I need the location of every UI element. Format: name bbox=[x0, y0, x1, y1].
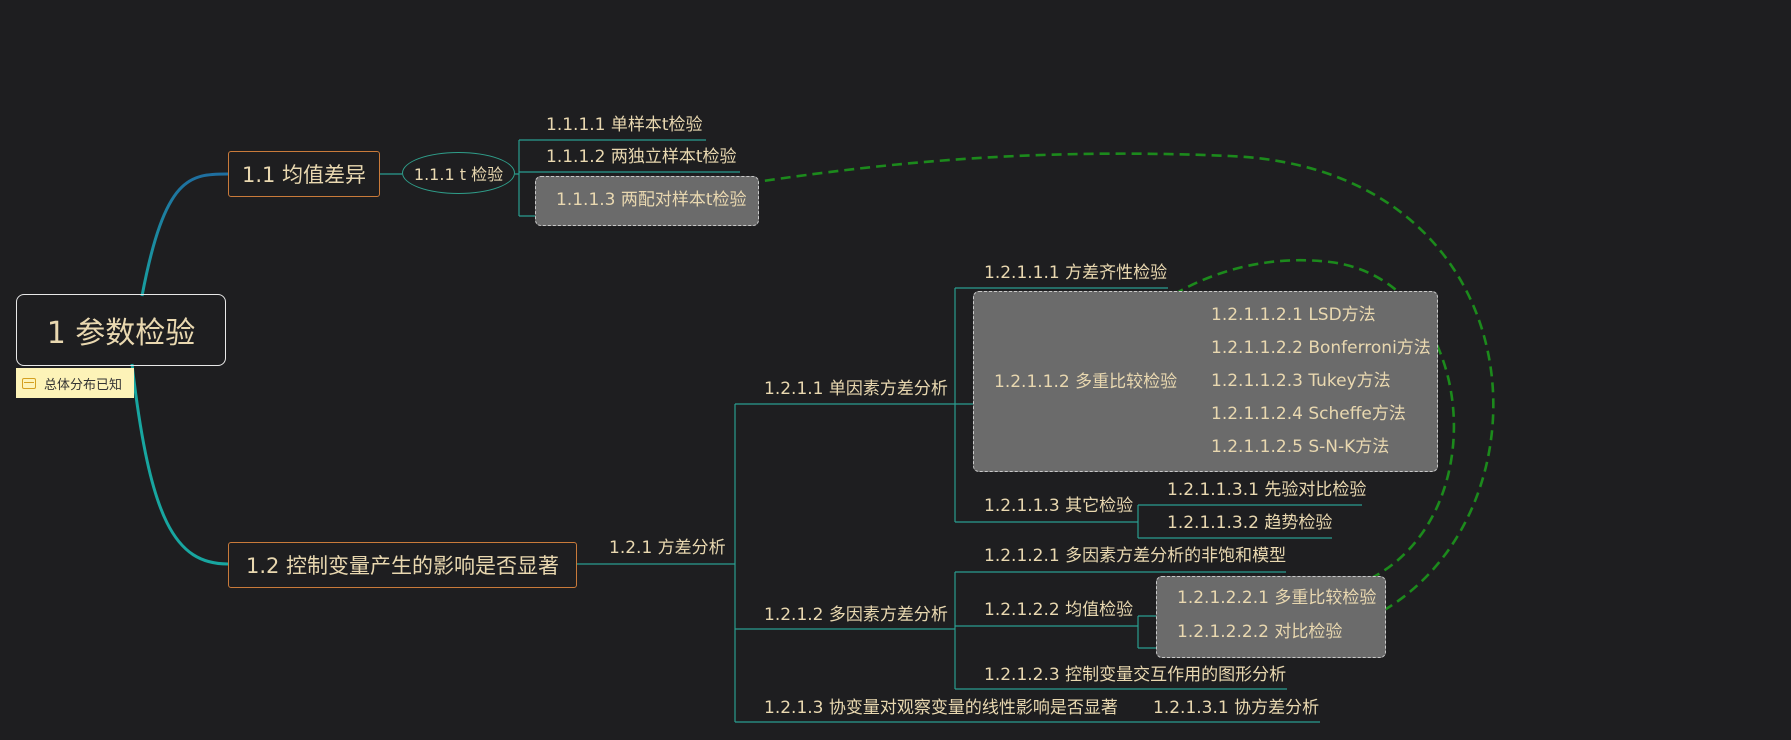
mc-method-4[interactable]: 1.2.1.1.2.4 Scheffe方法 bbox=[1211, 404, 1406, 424]
node-1-2-1-1-2[interactable]: 1.2.1.1.2 多重比较检验 bbox=[994, 372, 1178, 392]
node-1-2-1-2-2-1[interactable]: 1.2.1.2.2.1 多重比较检验 bbox=[1177, 588, 1377, 608]
group-mean-test bbox=[1156, 576, 1386, 658]
connector-anova bbox=[720, 403, 1110, 723]
connector-other-tests bbox=[1130, 504, 1362, 539]
root-note-text: 总体分布已知 bbox=[44, 377, 123, 393]
connector-t-test bbox=[515, 139, 740, 217]
group-paired-t bbox=[535, 176, 759, 226]
mc-method-2[interactable]: 1.2.1.1.2.2 Bonferroni方法 bbox=[1211, 338, 1431, 358]
node-1-2-1-1-3-1[interactable]: 1.2.1.1.3.1 先验对比检验 bbox=[1167, 480, 1367, 500]
root-topic[interactable]: 1 参数检验 bbox=[16, 294, 226, 366]
node-1-2-1-1[interactable]: 1.2.1.1 单因素方差分析 bbox=[764, 379, 948, 399]
mc-method-5[interactable]: 1.2.1.1.2.5 S-N-K方法 bbox=[1211, 437, 1390, 457]
node-1-1-1-2[interactable]: 1.1.1.2 两独立样本t检验 bbox=[546, 147, 737, 167]
mc-method-1[interactable]: 1.2.1.1.2.1 LSD方法 bbox=[1211, 305, 1376, 325]
branch-root-to-1-2 bbox=[130, 363, 229, 566]
node-1-2-1-2-2-2[interactable]: 1.2.1.2.2.2 对比检验 bbox=[1177, 622, 1343, 642]
connector-multi-way bbox=[946, 571, 1287, 690]
node-1-1-1-3[interactable]: 1.1.1.3 两配对样本t检验 bbox=[556, 190, 747, 210]
topic-1-2[interactable]: 1.2 控制变量产生的影响是否显著 bbox=[228, 542, 577, 588]
connector-mean-test bbox=[1130, 615, 1172, 649]
node-1-2-1-2-1[interactable]: 1.2.1.2.1 多因素方差分析的非饱和模型 bbox=[984, 546, 1287, 566]
node-1-1-1[interactable]: 1.1.1 t 检验 bbox=[402, 152, 515, 194]
node-1-2-1-3-1[interactable]: 1.2.1.3.1 协方差分析 bbox=[1153, 698, 1320, 718]
node-1-1-1-1[interactable]: 1.1.1.1 单样本t检验 bbox=[546, 115, 703, 135]
topic-1-1[interactable]: 1.1 均值差异 bbox=[228, 151, 380, 197]
node-1-2-1-2-3[interactable]: 1.2.1.2.3 控制变量交互作用的图形分析 bbox=[984, 665, 1287, 685]
node-1-2-1-3[interactable]: 1.2.1.3 协变量对观察变量的线性影响是否显著 bbox=[764, 698, 1118, 718]
node-1-2-1-1-3-2[interactable]: 1.2.1.1.3.2 趋势检验 bbox=[1167, 513, 1333, 533]
root-note[interactable]: 总体分布已知 bbox=[16, 368, 134, 398]
node-1-2-1-1-3[interactable]: 1.2.1.1.3 其它检验 bbox=[984, 496, 1134, 516]
note-icon bbox=[22, 377, 36, 389]
node-1-2-1-2-2[interactable]: 1.2.1.2.2 均值检验 bbox=[984, 600, 1134, 620]
group-multi-compare bbox=[973, 291, 1438, 472]
branch-root-to-1-1 bbox=[140, 172, 229, 297]
mc-method-3[interactable]: 1.2.1.1.2.3 Tukey方法 bbox=[1211, 371, 1391, 391]
node-1-2-1-2[interactable]: 1.2.1.2 多因素方差分析 bbox=[764, 605, 948, 625]
relation-arrow-contrast-to-paired bbox=[740, 152, 1495, 632]
node-1-2-1[interactable]: 1.2.1 方差分析 bbox=[609, 538, 726, 558]
connector-one-way bbox=[946, 287, 1168, 523]
node-1-2-1-1-1[interactable]: 1.2.1.1.1 方差齐性检验 bbox=[984, 263, 1168, 283]
